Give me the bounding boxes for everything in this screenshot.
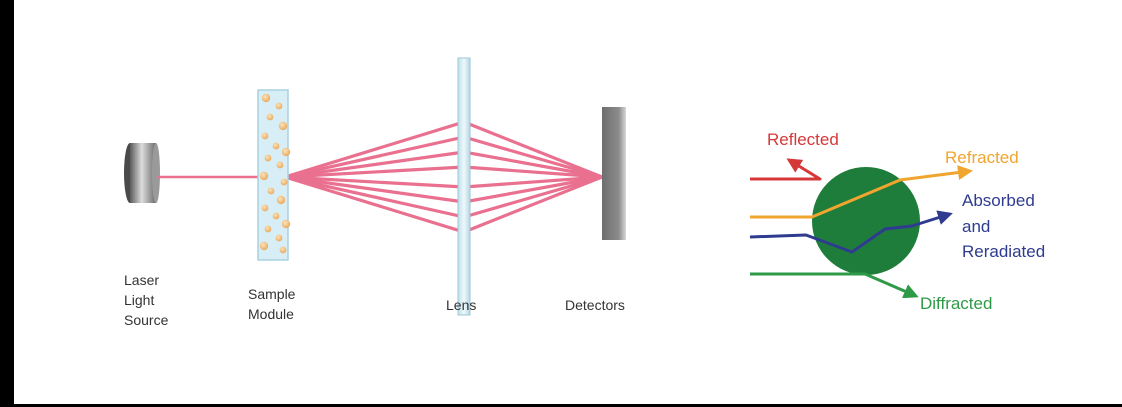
diffracted-ray: [750, 272, 919, 299]
laser-label: Laser Light Source: [124, 272, 169, 328]
sample-particle: [272, 212, 280, 220]
sample-particle: [261, 93, 271, 103]
lens-label: Lens: [446, 297, 476, 313]
particle: [812, 167, 920, 275]
sample-particle: [281, 219, 291, 229]
sample-particle: [276, 161, 284, 169]
refracted-label: Refracted: [945, 148, 1019, 167]
absorbed-label: Absorbed and Reradiated: [962, 191, 1045, 261]
bottom-border: [0, 404, 1122, 407]
sample-particle: [278, 121, 288, 131]
detector: [602, 107, 626, 240]
sample-particle: [266, 113, 274, 121]
sample-particle: [259, 241, 269, 251]
sample-particle: [280, 178, 288, 186]
sample-particle: [259, 171, 269, 181]
reflected-label: Reflected: [767, 130, 839, 149]
sample-particle: [275, 102, 283, 110]
sample-particle: [276, 195, 286, 205]
detectors-label: Detectors: [565, 297, 625, 313]
sample-particle: [261, 204, 269, 212]
refracted-ray: [750, 165, 973, 219]
left-border: [0, 0, 14, 407]
sample-particle: [275, 234, 283, 242]
sample-particle: [261, 132, 269, 140]
laser-source: [124, 143, 160, 203]
sample-particle: [264, 225, 272, 233]
sample-particle: [267, 187, 275, 195]
sample-particle: [264, 154, 272, 162]
sample-module: [257, 89, 291, 261]
sample-particle: [279, 246, 287, 254]
sample-label: Sample Module: [248, 286, 299, 322]
reflected-ray: [750, 158, 822, 181]
diffracted-label: Diffracted: [920, 294, 992, 313]
lens: [457, 57, 471, 316]
sample-particle: [272, 142, 280, 150]
scattered-beams: [283, 120, 604, 234]
sample-particle: [281, 147, 291, 157]
absorbed-ray: [749, 210, 953, 254]
